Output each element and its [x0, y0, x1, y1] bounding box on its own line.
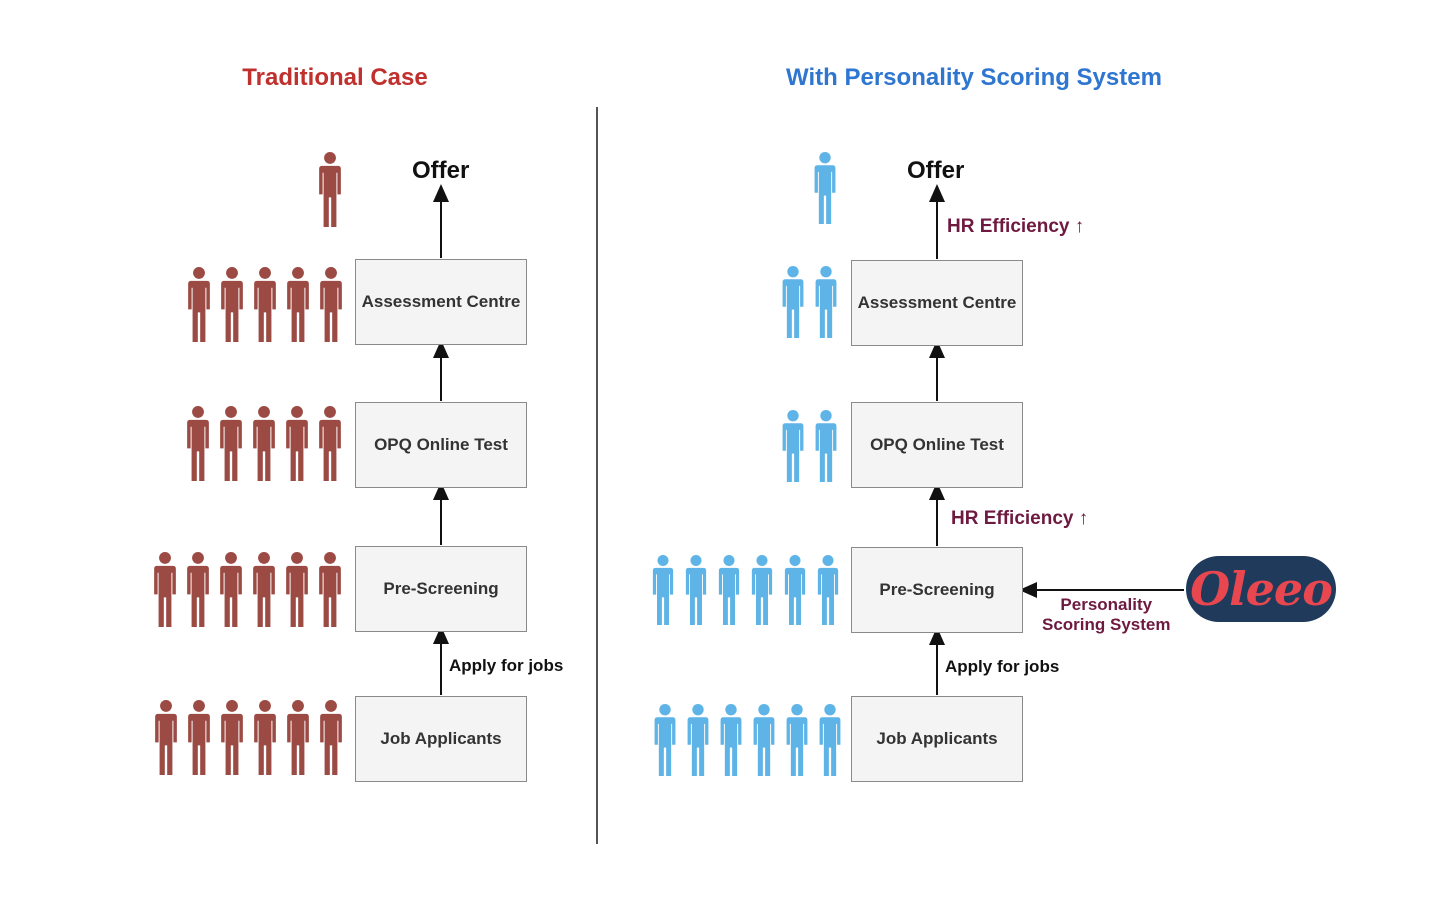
right-prescreen-person-icon	[751, 555, 773, 625]
left-applicants-person-icon	[320, 700, 342, 775]
left-opq-person-icon	[187, 406, 209, 481]
left-opq-person-icon	[319, 406, 341, 481]
left-assessment-person-icon	[254, 267, 276, 342]
panel-divider	[596, 107, 598, 844]
right-prescreen-person-icon	[718, 555, 740, 625]
left-prescreen-person-icon	[220, 552, 242, 627]
left-offer-person-icon	[319, 152, 341, 227]
left-offer-label: Offer	[412, 157, 470, 184]
left-opq-person-icon	[286, 406, 308, 481]
right-prescreen-person-icon	[817, 555, 839, 625]
right-applicants-person-icon	[720, 704, 742, 776]
left-prescreen-person-icon	[187, 552, 209, 627]
oleeo-logo-text: Oleeo	[1190, 562, 1333, 616]
left-assessment-person-icon	[221, 267, 243, 342]
oleeo-logo: Oleeo	[1186, 556, 1336, 622]
right-assessment-person-icon	[815, 266, 837, 338]
right-applicants-person-icon	[819, 704, 841, 776]
left-assessment-person-icon	[320, 267, 342, 342]
right-applicants-person-icon	[786, 704, 808, 776]
right-job-applicants-box: Job Applicants	[851, 696, 1023, 782]
personality-scoring-line-2: Scoring System	[1042, 615, 1171, 634]
right-opq-online-test-box: OPQ Online Test	[851, 402, 1023, 488]
personality-scoring-system-label: Personality Scoring System	[1042, 595, 1171, 635]
left-prescreen-person-icon	[286, 552, 308, 627]
left-applicants-person-icon	[221, 700, 243, 775]
right-offer-label: Offer	[907, 157, 965, 184]
right-applicants-person-icon	[687, 704, 709, 776]
left-pre-screening-box: Pre-Screening	[355, 546, 527, 632]
hr-efficiency-label-middle: HR Efficiency ↑	[951, 508, 1089, 529]
left-prescreen-person-icon	[319, 552, 341, 627]
left-apply-for-jobs-label: Apply for jobs	[449, 656, 564, 675]
right-prescreen-person-icon	[652, 555, 674, 625]
left-prescreen-person-icon	[253, 552, 275, 627]
right-applicants-person-icon	[654, 704, 676, 776]
left-assessment-centre-box: Assessment Centre	[355, 259, 527, 345]
left-assessment-person-icon	[287, 267, 309, 342]
left-applicants-person-icon	[254, 700, 276, 775]
right-applicants-person-icon	[753, 704, 775, 776]
right-assessment-centre-box: Assessment Centre	[851, 260, 1023, 346]
right-prescreen-person-icon	[784, 555, 806, 625]
left-prescreen-person-icon	[154, 552, 176, 627]
left-applicants-person-icon	[155, 700, 177, 775]
left-applicants-person-icon	[287, 700, 309, 775]
left-assessment-person-icon	[188, 267, 210, 342]
personality-scoring-title: With Personality Scoring System	[786, 64, 1162, 91]
left-opq-person-icon	[220, 406, 242, 481]
traditional-case-title: Traditional Case	[242, 64, 428, 91]
right-pre-screening-box: Pre-Screening	[851, 547, 1023, 633]
left-opq-online-test-box: OPQ Online Test	[355, 402, 527, 488]
left-opq-person-icon	[253, 406, 275, 481]
left-applicants-person-icon	[188, 700, 210, 775]
left-job-applicants-box: Job Applicants	[355, 696, 527, 782]
right-opq-person-icon	[815, 410, 837, 482]
hr-efficiency-label-top: HR Efficiency ↑	[947, 216, 1085, 237]
right-apply-for-jobs-label: Apply for jobs	[945, 657, 1060, 676]
right-assessment-person-icon	[782, 266, 804, 338]
right-opq-person-icon	[782, 410, 804, 482]
personality-scoring-line-1: Personality	[1060, 595, 1153, 614]
right-prescreen-person-icon	[685, 555, 707, 625]
right-offer-person-icon	[814, 152, 836, 224]
